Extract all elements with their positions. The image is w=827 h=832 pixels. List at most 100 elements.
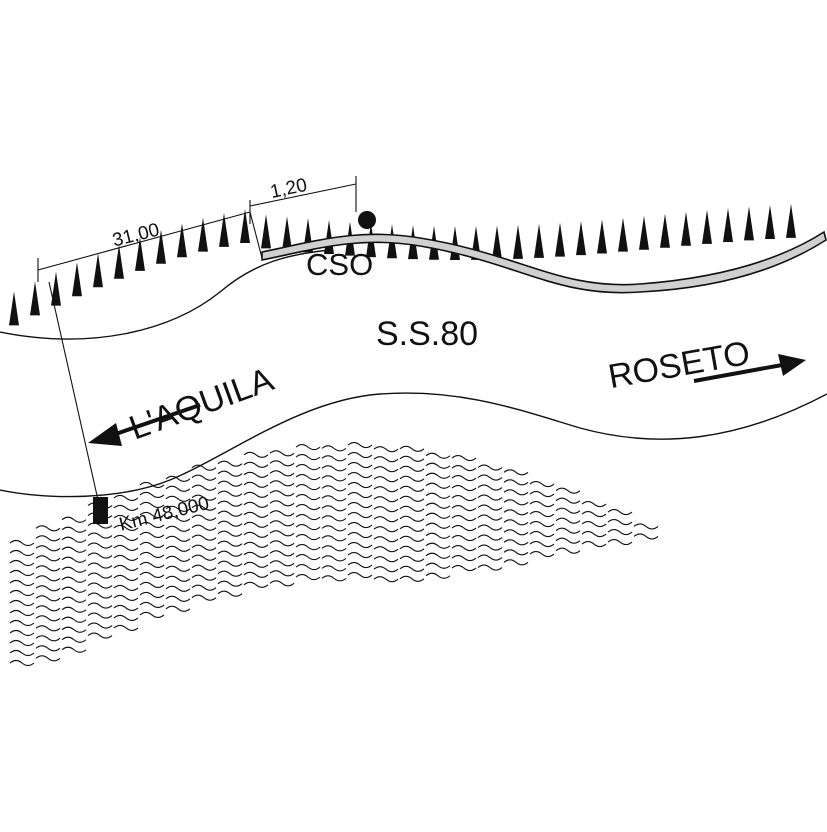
slope-hatch-stroke	[35, 575, 61, 582]
slope-hatch-stroke	[451, 495, 477, 502]
slope-hatch-stroke	[165, 545, 191, 552]
slope-hatch-stroke	[321, 565, 347, 572]
slope-hatch-stroke	[87, 622, 113, 629]
slope-hatch-stroke	[243, 581, 269, 588]
slope-hatch-stroke	[295, 444, 321, 451]
slope-hatch-stroke	[425, 472, 451, 479]
slope-hatch-stroke	[321, 455, 347, 462]
slope-hatch-stroke	[9, 609, 35, 617]
slope-hatch-stroke	[165, 585, 191, 592]
slope-hatch-stroke	[295, 574, 321, 581]
embankment-triangle	[135, 236, 145, 271]
slope-hatch-stroke	[295, 484, 321, 491]
slope-hatch-stroke	[217, 490, 243, 497]
slope-hatch-stroke	[373, 526, 399, 533]
slope-hatch-stroke	[295, 514, 321, 521]
slope-hatch-stroke	[243, 451, 269, 458]
slope-hatch-stroke	[503, 549, 529, 556]
slope-hatch-stroke	[529, 520, 555, 528]
slope-hatch-stroke	[581, 521, 607, 528]
slope-hatch-stroke	[529, 500, 555, 508]
embankment-triangle	[681, 211, 691, 246]
slope-hatch-stroke	[633, 533, 659, 540]
slope-hatch-stroke	[399, 455, 425, 462]
slope-hatch-stroke	[217, 560, 243, 567]
slope-hatch-stroke	[113, 564, 139, 571]
slope-hatch-stroke	[321, 445, 347, 452]
slope-hatch-stroke	[87, 582, 113, 589]
slope-hatch-stroke	[243, 461, 269, 468]
slope-hatch-stroke	[399, 465, 425, 472]
slope-hatch-stroke	[373, 446, 399, 453]
slope-hatch-stroke	[269, 570, 295, 577]
embankment-triangle	[156, 229, 166, 264]
embankment-triangle	[534, 223, 544, 258]
slope-hatch-stroke	[347, 462, 373, 469]
slope-hatch-stroke	[581, 511, 607, 518]
slope-hatch-stroke	[451, 465, 477, 472]
slope-hatch-stroke	[61, 566, 87, 573]
slope-hatch-stroke	[9, 589, 35, 597]
slope-hatch-stroke	[243, 571, 269, 578]
slope-hatch-stroke	[295, 524, 321, 531]
slope-hatch-stroke	[477, 534, 503, 541]
slope-hatch-stroke	[425, 502, 451, 509]
slope-hatch-stroke	[321, 485, 347, 492]
slope-hatch-stroke	[217, 460, 243, 467]
slope-hatch-stroke	[451, 545, 477, 552]
slope-hatch-stroke	[139, 611, 165, 619]
dimension-line-1-20	[249, 176, 357, 259]
slope-hatch-stroke	[269, 520, 295, 527]
slope-hatch-stroke	[399, 545, 425, 552]
slope-hatch-stroke	[321, 465, 347, 472]
slope-hatch-stroke	[139, 481, 165, 489]
slope-hatch-stroke	[451, 535, 477, 542]
slope-hatch-stroke	[165, 535, 191, 542]
slope-hatch-stroke	[243, 471, 269, 478]
slope-hatch-stroke	[113, 494, 139, 501]
slope-hatch-stroke	[477, 504, 503, 511]
slope-hatch-stroke	[503, 529, 529, 536]
slope-hatch-stroke	[399, 445, 425, 452]
slope-hatch-stroke	[87, 592, 113, 599]
slope-hatch-stroke	[9, 599, 35, 607]
embankment-triangle	[765, 204, 775, 239]
slope-hatch-stroke	[399, 495, 425, 502]
slope-hatch-stroke	[191, 464, 217, 471]
embankment-triangle	[198, 217, 208, 252]
slope-hatch-stroke	[191, 564, 217, 571]
slope-hatch-stroke	[373, 536, 399, 543]
slope-hatch-stroke	[373, 486, 399, 493]
slope-hatch-stroke	[295, 454, 321, 461]
slope-hatch-stroke	[347, 522, 373, 529]
slope-hatch-stroke	[373, 516, 399, 523]
slope-hatch-stroke	[269, 500, 295, 507]
slope-hatch-stroke	[399, 485, 425, 492]
slope-hatch-stroke	[425, 482, 451, 489]
slope-hatch-stroke	[399, 555, 425, 562]
slope-hatch-stroke	[347, 442, 373, 449]
slope-hatch-stroke	[35, 635, 61, 642]
slope-hatch-stroke	[581, 541, 607, 548]
slope-hatch-stroke	[87, 632, 113, 639]
slope-hatch-stroke	[191, 484, 217, 491]
slope-hatch-stroke	[373, 466, 399, 473]
slope-hatch-stroke	[477, 484, 503, 491]
embankment-triangle	[72, 262, 82, 297]
slope-hatch-stroke	[425, 522, 451, 529]
slope-hatch-stroke	[477, 524, 503, 531]
slope-hatch-stroke	[191, 514, 217, 521]
slope-hatch-stroke	[139, 521, 165, 529]
slope-hatch-stroke	[61, 636, 87, 643]
slope-hatch-stroke	[113, 584, 139, 591]
slope-hatch-stroke	[555, 537, 581, 544]
slope-hatch-stroke	[9, 549, 35, 557]
slope-hatch-stroke	[295, 464, 321, 471]
slope-hatch-stroke	[217, 570, 243, 577]
slope-hatch-stroke	[217, 510, 243, 517]
slope-hatch-stroke	[477, 494, 503, 501]
slope-hatch-stroke	[113, 554, 139, 561]
slope-hatch-stroke	[477, 554, 503, 561]
slope-hatch-stroke	[139, 551, 165, 559]
slope-hatch-stroke	[425, 532, 451, 539]
